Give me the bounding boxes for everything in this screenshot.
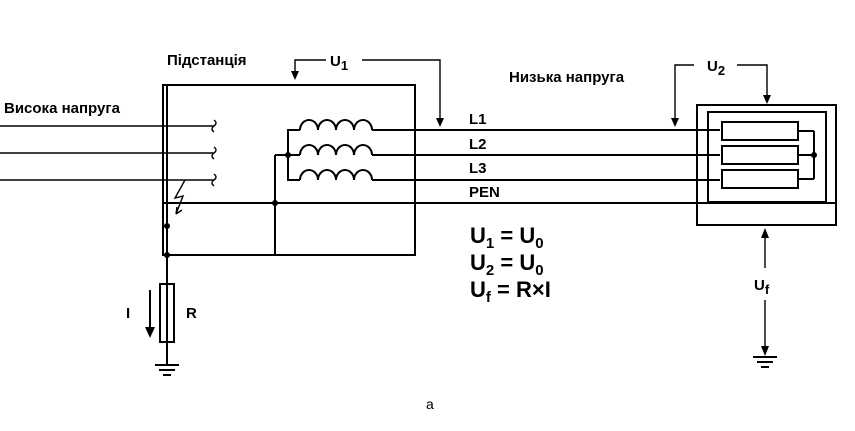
u1-voltage-indicator — [291, 59, 444, 127]
equation-u2: U2 = U0 — [470, 250, 544, 279]
transformer-windings — [272, 119, 373, 206]
uf-label: Uf — [754, 277, 770, 297]
l1-label: L1 — [469, 111, 487, 128]
earth-resistor — [159, 283, 175, 343]
equation-u1: U1 = U0 — [470, 223, 544, 252]
u2-label: U2 — [707, 58, 725, 78]
u1-label: U1 — [330, 53, 348, 73]
figure-caption: a — [426, 396, 434, 412]
substation-box — [162, 84, 416, 256]
l3-label: L3 — [469, 160, 487, 177]
load-equipment — [696, 104, 837, 226]
equation-uf: Uf = R×I — [470, 277, 551, 306]
uf-voltage-indicator — [753, 228, 777, 368]
current-arrow — [145, 290, 155, 338]
current-label: I — [126, 305, 130, 322]
high-voltage-label: Висока напруга — [4, 100, 121, 117]
u2-voltage-indicator — [671, 64, 771, 127]
high-voltage-lines — [0, 119, 217, 187]
substation-label: Підстанція — [167, 52, 247, 69]
l2-label: L2 — [469, 136, 487, 153]
pen-label: PEN — [469, 184, 500, 201]
substation-earthing — [155, 85, 276, 376]
low-voltage-label: Низька напруга — [509, 69, 625, 86]
fault-lightning-icon — [173, 179, 186, 215]
resistor-label: R — [186, 305, 197, 322]
